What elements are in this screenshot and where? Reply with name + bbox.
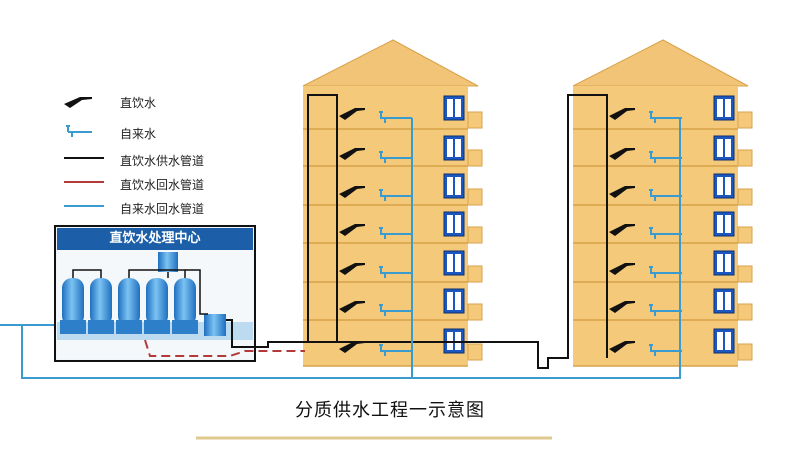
filter-tank [88,278,114,334]
window-pane [447,292,453,310]
tap-water-faucet-icon [649,227,682,239]
legend-label-tap-return-pipe: 自来水回水管道 [120,202,205,216]
window-pane [717,99,723,117]
tap-water-faucet-icon [379,227,412,239]
direct-drinking-tap-icon [339,263,365,275]
tap-water-faucet-icon [379,304,412,316]
tap-water-faucet-icon [379,266,412,278]
window-pane [725,99,731,117]
direct-drinking-tap-icon [64,97,92,108]
diagram-caption: 分质供水工程一示意图 [295,400,485,421]
window-pane [717,332,723,350]
tap-water-faucet-icon [66,125,92,137]
window-pane [455,99,461,117]
tap-water-faucet-icon [379,189,412,201]
direct-drinking-tap-icon [609,341,635,353]
window-pane [455,177,461,195]
tap-water-faucet-icon [379,151,412,163]
window-pane [717,292,723,310]
window-pane [447,177,453,195]
building-a [302,39,483,367]
window-pane [725,292,731,310]
direct-drinking-tap-icon [339,224,365,236]
window-pane [725,177,731,195]
window-pane [725,332,731,350]
building-b [572,39,753,367]
legend-label-direct-supply-pipe: 直饮水供水管道 [120,154,205,168]
direct-drinking-tap-icon [609,263,635,275]
treatment-plant [54,225,256,362]
window-pane [447,254,453,272]
tap-water-pipe [0,118,681,379]
pipes [0,94,681,379]
storage-tank [158,252,226,336]
fixtures [339,108,682,356]
direct-drinking-tap-icon [339,148,365,160]
direct-supply-pipe [226,94,608,369]
legend [64,97,104,207]
direct-drinking-tap-icon [339,108,365,120]
tap-water-faucet-icon [649,151,682,163]
treatment-plant-title: 直饮水处理中心 [109,231,201,246]
legend-label-direct-drinking: 直饮水 [120,96,157,110]
direct-return-pipe [144,339,305,357]
filter-tank [116,278,142,334]
direct-drinking-tap-icon [339,186,365,198]
tap-water-faucet-icon [379,111,412,123]
window-pane [717,177,723,195]
tap-water-faucet-icon [649,344,682,356]
filter-tank [60,278,86,334]
tap-water-faucet-icon [649,111,682,123]
tap-water-faucet-icon [649,189,682,201]
window-pane [725,139,731,157]
window-pane [455,215,461,233]
window-pane [447,99,453,117]
direct-drinking-tap-icon [339,341,365,353]
legend-label-tap-water: 自来水 [120,127,157,141]
window-pane [447,215,453,233]
window-pane [725,215,731,233]
roof [572,39,749,87]
window-pane [455,292,461,310]
direct-drinking-tap-icon [609,224,635,236]
direct-drinking-tap-icon [609,148,635,160]
direct-drinking-tap-icon [339,301,365,313]
direct-drinking-tap-icon [609,186,635,198]
direct-drinking-tap-icon [609,108,635,120]
filter-tank [172,278,198,334]
window-pane [447,139,453,157]
windows [443,95,735,354]
window-pane [717,139,723,157]
legend-label-direct-return-pipe: 直饮水回水管道 [120,178,205,192]
window-pane [455,139,461,157]
tap-water-faucet-icon [649,304,682,316]
tap-water-faucet-icon [379,344,412,356]
direct-drinking-tap-icon [609,301,635,313]
filter-tank [144,278,170,334]
tap-water-faucet-icon [649,266,682,278]
window-pane [717,254,723,272]
plant-header [57,228,253,250]
window-pane [725,254,731,272]
window-pane [455,254,461,272]
roof [302,39,479,87]
window-pane [717,215,723,233]
